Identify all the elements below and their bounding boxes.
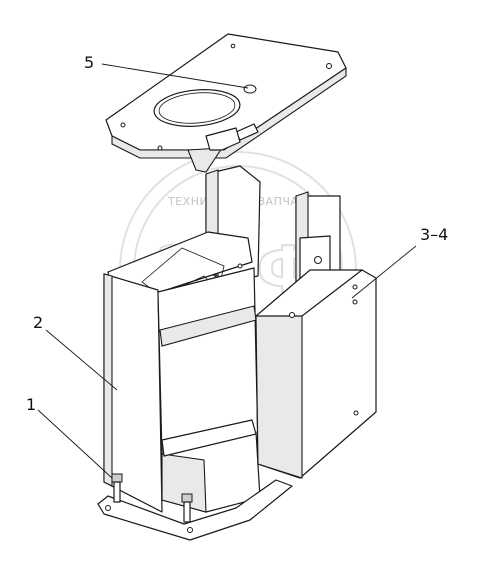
callout-labels: 5 3–4 2 1: [26, 53, 448, 414]
leader-1: [37, 409, 113, 479]
side-box-part: [255, 191, 377, 479]
callout-2: 2: [33, 313, 43, 332]
callout-1: 1: [26, 395, 36, 414]
callout-5: 5: [84, 53, 94, 72]
callout-3-4: 3–4: [420, 225, 448, 244]
leader-5: [101, 63, 249, 89]
top-cover-part: [105, 33, 347, 173]
leader-2: [45, 329, 118, 391]
leader-3-4: [351, 245, 417, 299]
bolt-part: [111, 473, 193, 523]
main-housing-part: [97, 165, 293, 541]
leader-lines: [37, 63, 417, 479]
